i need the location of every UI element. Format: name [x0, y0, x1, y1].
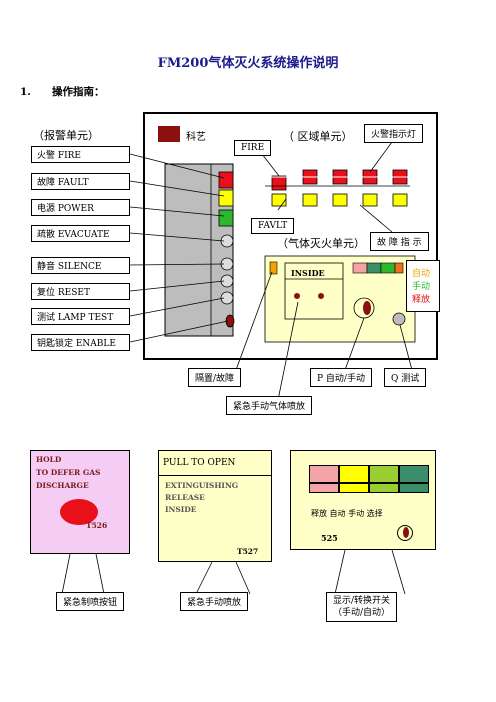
inside-panel — [284, 262, 344, 320]
brand-name: 科艺 — [186, 132, 206, 143]
label-fault: 故障 FAULT — [31, 173, 130, 190]
hold-panel: HOLD TO DEFER GAS DISCHARGE T526 — [30, 450, 130, 554]
pull-panel: PULL TO OPEN EXTINGUISHING RELEASE INSID… — [158, 450, 272, 562]
section-number: 1. — [20, 86, 31, 98]
mode-caption-line2: （手动/自动） — [333, 608, 391, 618]
mode-switch-knob — [363, 301, 371, 315]
hold-line2: TO DEFER GAS — [36, 468, 101, 477]
label-silence: 静音 SILENCE — [31, 257, 130, 274]
other-leader-lines — [235, 141, 413, 401]
manual-release-button-2 — [318, 293, 324, 299]
manual-release-button — [294, 293, 300, 299]
enable-key — [225, 314, 235, 328]
alarm-unit-heading: （报警单元） — [33, 129, 99, 142]
lamp-test-button — [220, 291, 234, 305]
mode-caption-line1: 显示/转换开关 — [333, 596, 391, 606]
label-reset: 复位 RESET — [31, 283, 130, 300]
section-title: 操作指南： — [52, 86, 105, 98]
label-enable: 钥匙锁定 ENABLE — [31, 334, 130, 351]
mode-caption: 显示/转换开关 （手动/自动） — [326, 592, 398, 622]
fault-indicator-callout: 故 障 指 示 — [370, 232, 429, 251]
isolate-fault-callout: 隔置/故障 — [188, 368, 242, 387]
fire-indicator-callout: 火警指示灯 — [364, 124, 424, 143]
brand-logo-square — [158, 126, 180, 142]
mode-legend-manual: 手动 — [412, 282, 431, 292]
mode-legend-release: 释放 — [412, 295, 431, 305]
mode-panel: 释放 自动 手动 选择 525 — [290, 450, 436, 550]
mode-legend-auto: 自动 — [412, 269, 431, 279]
fire-led — [218, 171, 234, 189]
inside-label: INSIDE — [291, 268, 325, 278]
zone-fire-leds — [265, 169, 410, 191]
fault-callout: FAVLT — [251, 218, 295, 234]
left-leader-lines — [129, 153, 229, 343]
mode-selector-switch[interactable] — [397, 525, 413, 541]
label-lamp-test: 测试 LAMP TEST — [31, 308, 130, 325]
power-led — [218, 209, 234, 227]
zone-fault-leds — [271, 193, 408, 207]
hold-code: T526 — [86, 521, 108, 530]
pull-header-bar: PULL TO OPEN — [159, 451, 271, 476]
label-power: 电源 POWER — [31, 199, 130, 216]
label-fire: 火警 FIRE — [31, 146, 130, 163]
mode-strip-top — [309, 465, 429, 483]
isolate-led — [269, 261, 278, 275]
fire-callout: FIRE — [234, 140, 272, 156]
mode-legend: 自动 手动 释放 — [406, 260, 440, 312]
test-callout: Q 测试 — [384, 368, 427, 387]
pull-line1: EXTINGUISHING — [165, 481, 239, 490]
label-evacuate: 疏散 EVACUATE — [31, 225, 130, 242]
gas-unit-heading: （气体灭火单元） — [277, 237, 365, 250]
mode-code: 525 — [321, 533, 338, 543]
zone-unit-heading: （ 区域单元） — [283, 130, 353, 143]
hold-caption: 紧急制喷按钮 — [56, 592, 125, 611]
mode-strip-bottom — [309, 483, 429, 493]
hold-line1: HOLD — [36, 455, 62, 464]
test-button — [392, 312, 406, 326]
hold-line3: DISCHARGE — [36, 481, 89, 490]
pull-line3: INSIDE — [165, 505, 197, 514]
fault-led — [218, 189, 234, 207]
pull-code: T527 — [237, 547, 259, 556]
mode-indicator-strip — [352, 262, 404, 274]
document-title: FM200气体灭火系统操作说明 — [157, 56, 339, 71]
pull-header: PULL TO OPEN — [163, 458, 236, 468]
manual-discharge-callout: 紧急手动气体喷放 — [226, 396, 313, 415]
pull-caption: 紧急手动喷放 — [180, 592, 249, 611]
pull-line2: RELEASE — [165, 493, 205, 502]
hold-button[interactable] — [60, 499, 98, 525]
auto-manual-callout: P 自动/手动 — [310, 368, 372, 387]
mode-labels: 释放 自动 手动 选择 — [311, 509, 383, 518]
section-heading: 1. 操作指南： — [20, 84, 105, 99]
